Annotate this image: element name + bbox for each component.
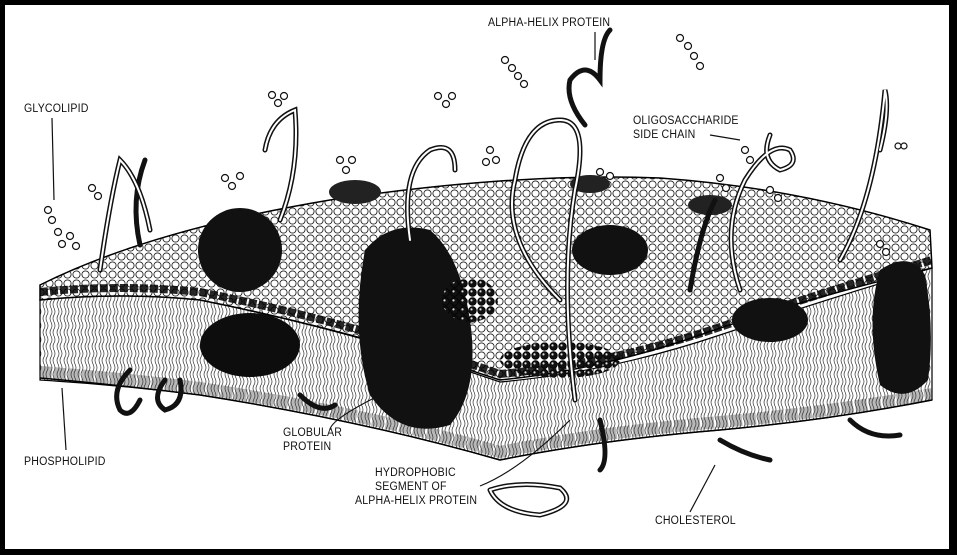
label-oligosaccharide-side-chain-line-1: OLIGOSACCHARIDE — [633, 115, 739, 128]
label-cholesterol: CHOLESTEROL — [655, 515, 736, 528]
label-alpha-helix-protein: ALPHA-HELIX PROTEIN — [488, 17, 610, 30]
label-globular-protein-line-1: GLOBULAR — [283, 427, 342, 440]
label-hydrophobic-segment-line-3: ALPHA-HELIX PROTEIN — [355, 495, 477, 508]
label-phospholipid: PHOSPHOLIPID — [24, 456, 106, 469]
label-oligosaccharide-side-chain-line-2: SIDE CHAIN — [633, 129, 695, 142]
label-hydrophobic-segment-line-1: HYDROPHOBIC — [375, 467, 456, 480]
label-glycolipid: GLYCOLIPID — [24, 103, 89, 116]
label-globular-protein-line-2: PROTEIN — [283, 441, 331, 454]
label-hydrophobic-segment-line-2: SEGMENT OF — [375, 481, 447, 494]
